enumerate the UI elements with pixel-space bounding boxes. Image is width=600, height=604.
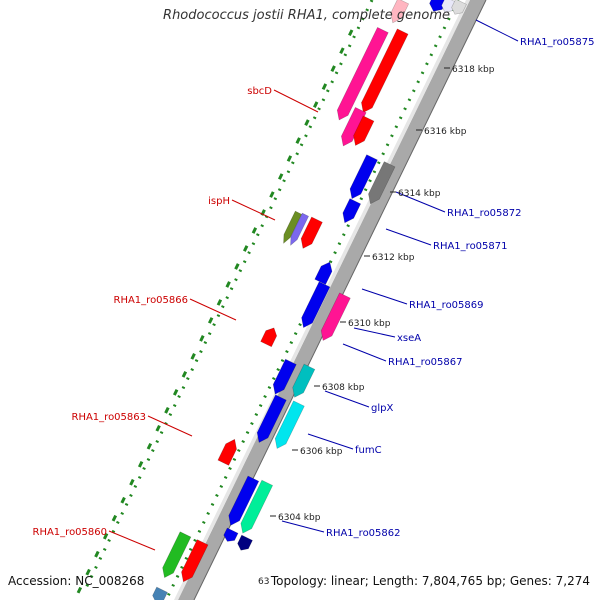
gene-label-leader bbox=[324, 390, 370, 408]
gene-block[interactable] bbox=[283, 210, 302, 244]
gene-label-leader bbox=[281, 520, 325, 533]
gene-block[interactable] bbox=[353, 115, 375, 146]
gene-label-leader bbox=[475, 19, 519, 42]
gene-label[interactable]: RHA1_ro05871 bbox=[433, 241, 508, 252]
gene-block[interactable] bbox=[292, 363, 316, 398]
tick-label: 6316 kbp bbox=[424, 127, 467, 137]
gene-label[interactable]: glpX bbox=[371, 403, 393, 414]
gene-block[interactable] bbox=[336, 27, 389, 121]
gene-block[interactable] bbox=[274, 400, 305, 449]
backbone-strand bbox=[178, 0, 486, 600]
gene-block[interactable] bbox=[217, 438, 237, 466]
gene-label-leader bbox=[361, 288, 408, 305]
gene-block[interactable] bbox=[451, 0, 467, 15]
gene-block[interactable] bbox=[290, 212, 309, 246]
gene-block[interactable] bbox=[240, 479, 274, 534]
tick-label: 6304 kbp bbox=[278, 513, 321, 523]
gene-label[interactable]: RHA1_ro05875 bbox=[520, 37, 595, 48]
gene-label-leader bbox=[385, 228, 432, 246]
gene-block[interactable] bbox=[314, 261, 333, 285]
tick-labels: 6318 kbp 6316 kbp 6314 kbp 6312 kbp 6310 kbp… bbox=[258, 65, 495, 587]
gene-label-leader bbox=[395, 191, 446, 213]
gene-block[interactable] bbox=[368, 161, 396, 205]
gene-label[interactable]: RHA1_ro05869 bbox=[409, 300, 484, 311]
right-labels: RHA1_ro05875RHA1_ro05872RHA1_ro05871RHA1… bbox=[281, 19, 595, 539]
gene-label-leader bbox=[342, 343, 387, 362]
gene-label[interactable]: RHA1_ro05862 bbox=[326, 528, 401, 539]
gene-label[interactable]: ispH bbox=[208, 196, 230, 207]
gene-block[interactable] bbox=[361, 28, 409, 113]
left-labels: sbcD ispH RHA1_ro05866RHA1_ro05863RHA1_ro0… bbox=[33, 86, 319, 551]
gene-label-leader bbox=[231, 199, 276, 221]
gene-blocks bbox=[152, 0, 467, 603]
tick-label: 6314 kbp bbox=[398, 189, 441, 199]
gene-label[interactable]: xseA bbox=[397, 333, 421, 344]
gene-label-leader bbox=[353, 327, 396, 338]
gene-block[interactable] bbox=[272, 358, 297, 395]
tick-label: 6312 kbp bbox=[372, 253, 415, 263]
gene-block[interactable] bbox=[223, 527, 239, 542]
tick-label: 6310 kbp bbox=[348, 319, 391, 329]
gene-label[interactable]: RHA1_ro05860 bbox=[33, 527, 108, 538]
accession-text: Accession: NC_008268 bbox=[8, 574, 145, 588]
topology-text: Topology: linear; Length: 7,804,765 bp; … bbox=[270, 574, 590, 588]
gene-block[interactable] bbox=[256, 394, 287, 443]
gene-block[interactable] bbox=[237, 534, 253, 551]
gene-label-leader bbox=[189, 298, 237, 321]
gene-block[interactable] bbox=[349, 154, 378, 200]
gene-label-leader bbox=[108, 530, 156, 551]
gene-label[interactable]: RHA1_ro05866 bbox=[114, 295, 189, 306]
gene-block[interactable] bbox=[429, 0, 448, 12]
gene-label-leader bbox=[273, 89, 319, 113]
gene-label[interactable]: sbcD bbox=[247, 86, 272, 97]
gene-label-leader bbox=[307, 433, 354, 450]
genome-title: Rhodococcus jostii RHA1, complete genome bbox=[163, 8, 450, 23]
tick-label: 6308 kbp bbox=[322, 383, 365, 393]
gene-label[interactable]: RHA1_ro05867 bbox=[388, 357, 463, 368]
gene-block[interactable] bbox=[181, 539, 209, 583]
gene-block[interactable] bbox=[300, 216, 323, 249]
gene-label-leader bbox=[147, 415, 193, 437]
gene-block[interactable] bbox=[260, 327, 278, 348]
gene-block[interactable] bbox=[341, 106, 367, 147]
gene-block[interactable] bbox=[152, 586, 168, 603]
tick-label: 6318 kbp bbox=[452, 65, 495, 75]
gene-label[interactable]: RHA1_ro05863 bbox=[72, 412, 147, 423]
tick-label: 6306 kbp bbox=[300, 447, 343, 457]
tick-label-clipped: 63 bbox=[258, 577, 269, 587]
gene-block[interactable] bbox=[301, 281, 331, 329]
gene-block[interactable] bbox=[320, 292, 351, 341]
gene-block[interactable] bbox=[228, 475, 260, 526]
gene-label[interactable]: fumC bbox=[355, 445, 382, 456]
gene-block[interactable] bbox=[342, 198, 362, 224]
gene-block[interactable] bbox=[390, 0, 410, 24]
gene-label[interactable]: RHA1_ro05872 bbox=[447, 208, 522, 219]
gene-block[interactable] bbox=[162, 531, 192, 579]
